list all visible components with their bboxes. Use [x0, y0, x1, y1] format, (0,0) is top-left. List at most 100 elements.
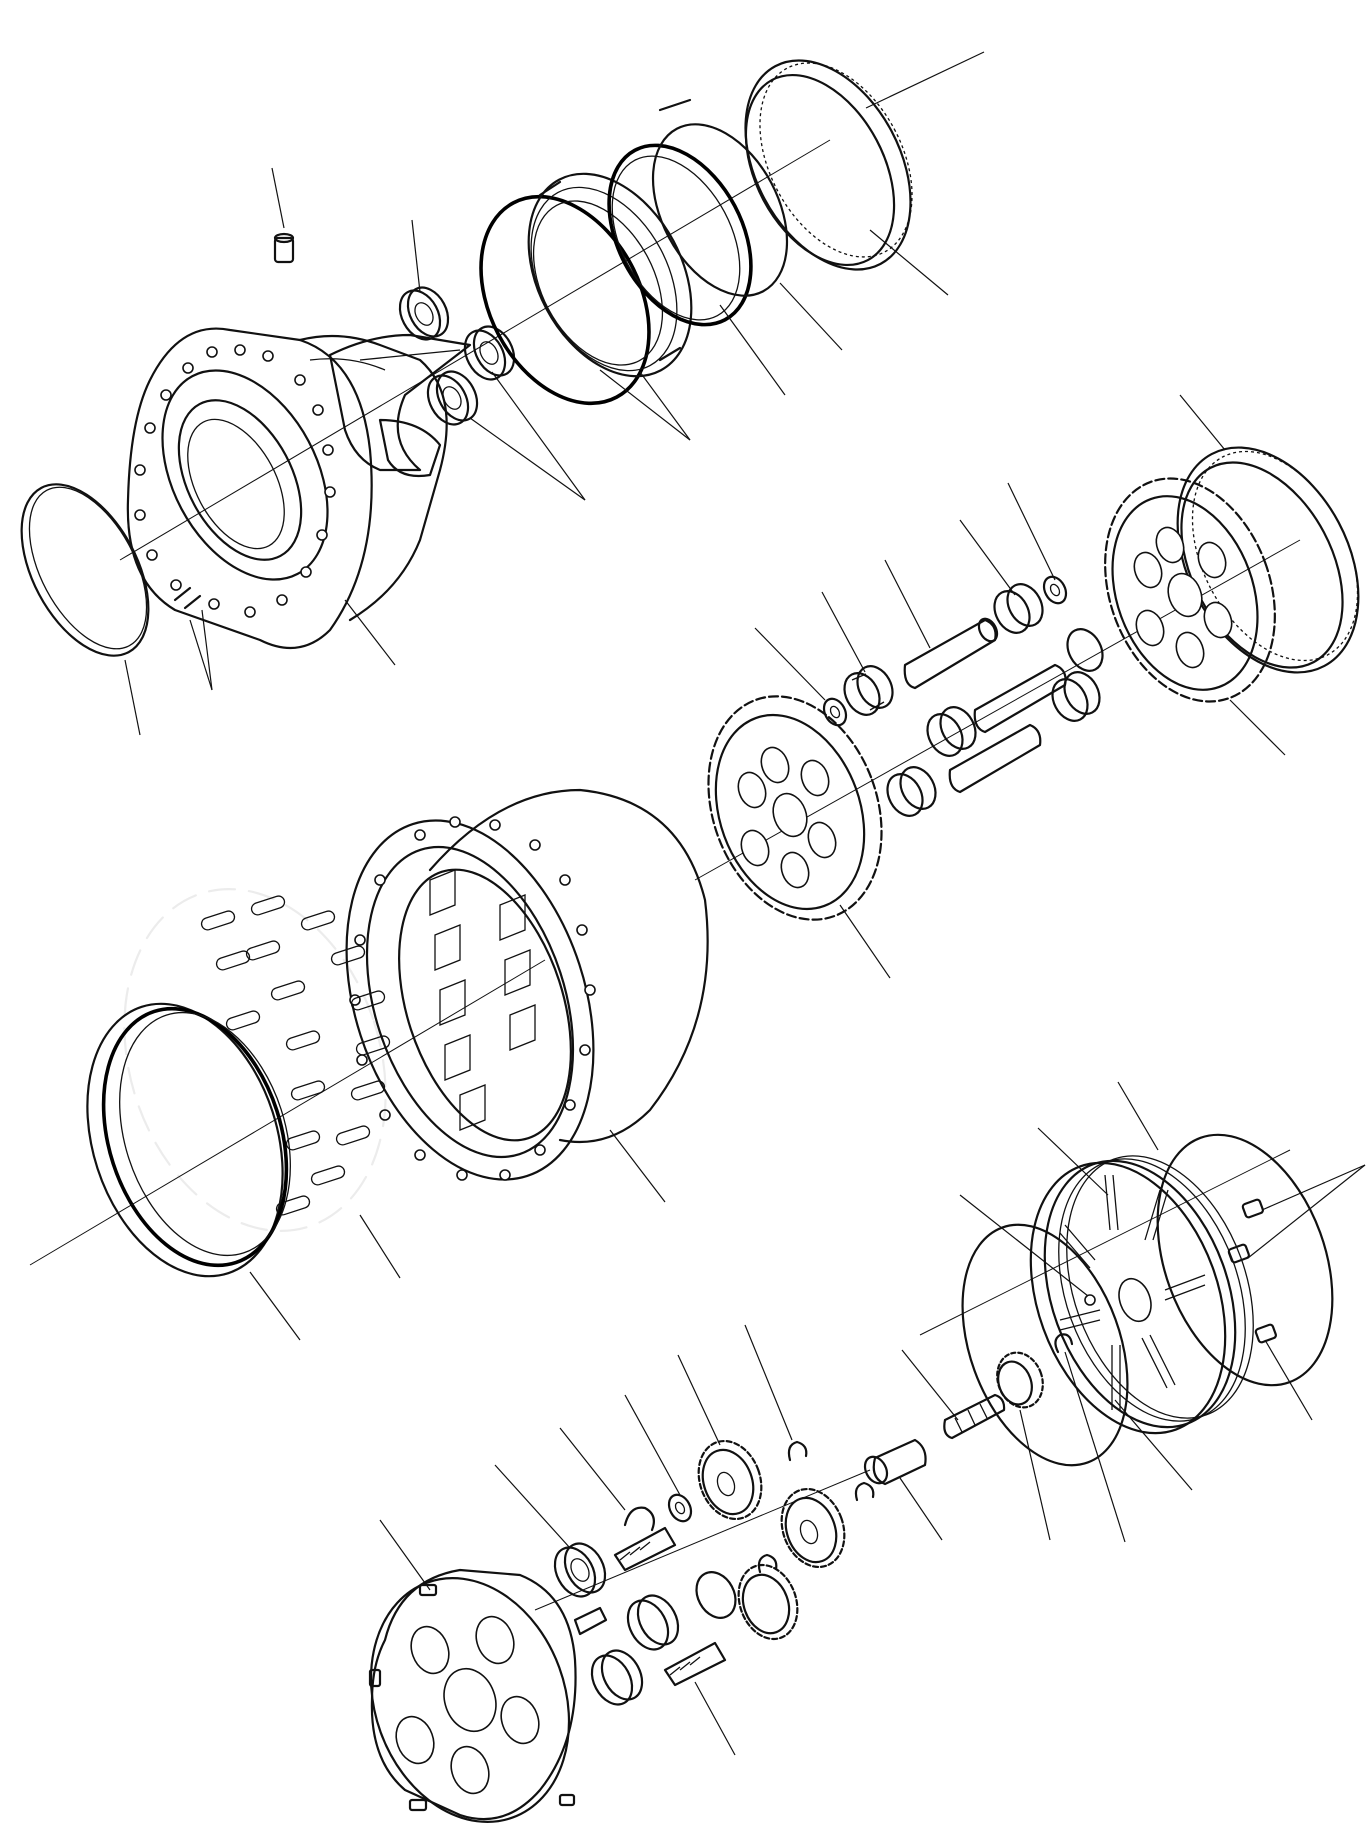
leader-o-ring — [124, 659, 141, 736]
roller-axis-line — [29, 959, 546, 1266]
leader-gear-left — [839, 904, 891, 979]
needle-bearing-5 — [1051, 671, 1101, 722]
leader-plugs-b — [1247, 1164, 1366, 1259]
leader-plugs-c — [1264, 1339, 1313, 1421]
leader-needle-1 — [821, 591, 866, 673]
circlip — [1054, 1333, 1074, 1354]
roller-cage — [123, 888, 391, 1232]
seal-ring-front — [527, 172, 693, 378]
leader-race — [869, 229, 949, 296]
leader-washer-2 — [1007, 482, 1056, 581]
leader-housing — [609, 1129, 666, 1203]
o-ring-cover-back — [1156, 1133, 1334, 1387]
ring-gear-housing — [345, 788, 709, 1181]
leader-hole — [959, 1194, 1089, 1297]
planet-pin-3 — [663, 1641, 727, 1687]
lower-planet-assembly — [368, 1439, 875, 1823]
needle-bearing-4 — [886, 766, 937, 817]
needle-bearing-2 — [993, 583, 1044, 634]
hub-flange — [126, 327, 448, 650]
leader-lines — [124, 51, 1366, 1756]
planet-pin-1 — [613, 1526, 677, 1572]
leader-bearing-upper — [411, 219, 421, 293]
leader-snap-ring — [559, 1427, 626, 1511]
leader-race-top — [865, 51, 985, 109]
leader-gear-right — [1229, 699, 1286, 756]
leader-washer-1 — [754, 627, 826, 701]
planet-gear-3 — [737, 1563, 799, 1641]
end-cover-assembly — [863, 1133, 1334, 1486]
o-ring-left — [20, 483, 150, 657]
planet-gear-carrier-left — [707, 695, 883, 921]
leader-circlip — [1064, 1351, 1126, 1543]
planet-shaft-1 — [903, 617, 999, 690]
cover-plate — [1029, 1155, 1254, 1435]
snap-ring-2 — [695, 1571, 737, 1619]
needle-bearing-3 — [926, 706, 977, 757]
lower-left-axis-line — [534, 1469, 871, 1611]
bearing-lower — [426, 370, 479, 426]
planet-gear-carrier-right — [1104, 477, 1276, 703]
leader-cover-front — [1114, 1399, 1193, 1491]
plug — [273, 232, 295, 264]
leader-pin-a — [189, 619, 213, 691]
leader-pin-lower — [694, 1681, 736, 1756]
lower-axis-line — [919, 1149, 1291, 1336]
leader-cup — [1179, 394, 1226, 451]
o-ring-bold — [479, 194, 651, 406]
circlip-lower — [757, 1440, 875, 1574]
leader-cover — [1037, 1127, 1109, 1196]
leader-hub — [344, 599, 396, 666]
planet-shaft-3 — [948, 723, 1042, 794]
hub-spindle — [328, 333, 472, 478]
leader-thrust-ring — [249, 1271, 301, 1341]
ball-bearing-1 — [553, 1542, 607, 1598]
leader-cover-oring — [1117, 1081, 1159, 1151]
leader-sleeve — [899, 1477, 943, 1541]
plugs-cover — [1227, 1198, 1277, 1344]
snap-ring-1 — [623, 1506, 655, 1532]
leader-seal-back — [719, 304, 786, 396]
leader-washer-lower — [624, 1394, 681, 1496]
leader-seal-a — [599, 369, 691, 441]
bearing-middle — [463, 325, 516, 381]
leader-rollers — [359, 1214, 401, 1279]
washer-2 — [1042, 575, 1068, 605]
hub-housing-assembly — [20, 59, 913, 657]
leader-circlip-top — [744, 1324, 793, 1441]
sun-gear — [996, 1351, 1044, 1409]
carrier-plate — [368, 1568, 577, 1823]
leader-sun-gear — [1019, 1409, 1051, 1541]
leader-gear-1 — [677, 1354, 721, 1446]
bearing-race-large — [744, 59, 913, 271]
sleeve — [863, 1438, 927, 1486]
ball-bearing-3 — [590, 1649, 644, 1706]
leader-seal-b — [639, 371, 691, 441]
leader-input-shaft — [901, 1349, 959, 1421]
roll-pins — [173, 586, 202, 610]
leader-shaft-1 — [884, 559, 931, 649]
planet-gear-2 — [780, 1487, 846, 1569]
leader-pin-b — [201, 609, 213, 691]
leader-spacer — [779, 282, 843, 351]
leader-plugs-a — [1261, 1164, 1366, 1211]
washer-lower — [667, 1493, 693, 1523]
o-ring-cover-front — [961, 1223, 1129, 1467]
leader-ball-bearing — [494, 1464, 571, 1549]
seal-ring-back — [607, 143, 753, 327]
leader-bearings-b — [469, 417, 586, 501]
thrust-ring-left — [86, 1002, 291, 1278]
leader-carrier — [379, 1519, 431, 1591]
leader-bearings-a — [491, 371, 586, 501]
input-shaft — [943, 1393, 1006, 1440]
ball-bearing-2 — [626, 1594, 680, 1651]
planet-pin-2 — [573, 1606, 608, 1636]
bearing-upper — [398, 286, 450, 341]
spacer-ring — [651, 98, 789, 297]
leader-plug — [271, 167, 285, 229]
planet-carrier-assembly — [29, 446, 1360, 1278]
washer-1 — [822, 697, 848, 727]
planet-gear-1 — [697, 1439, 763, 1521]
